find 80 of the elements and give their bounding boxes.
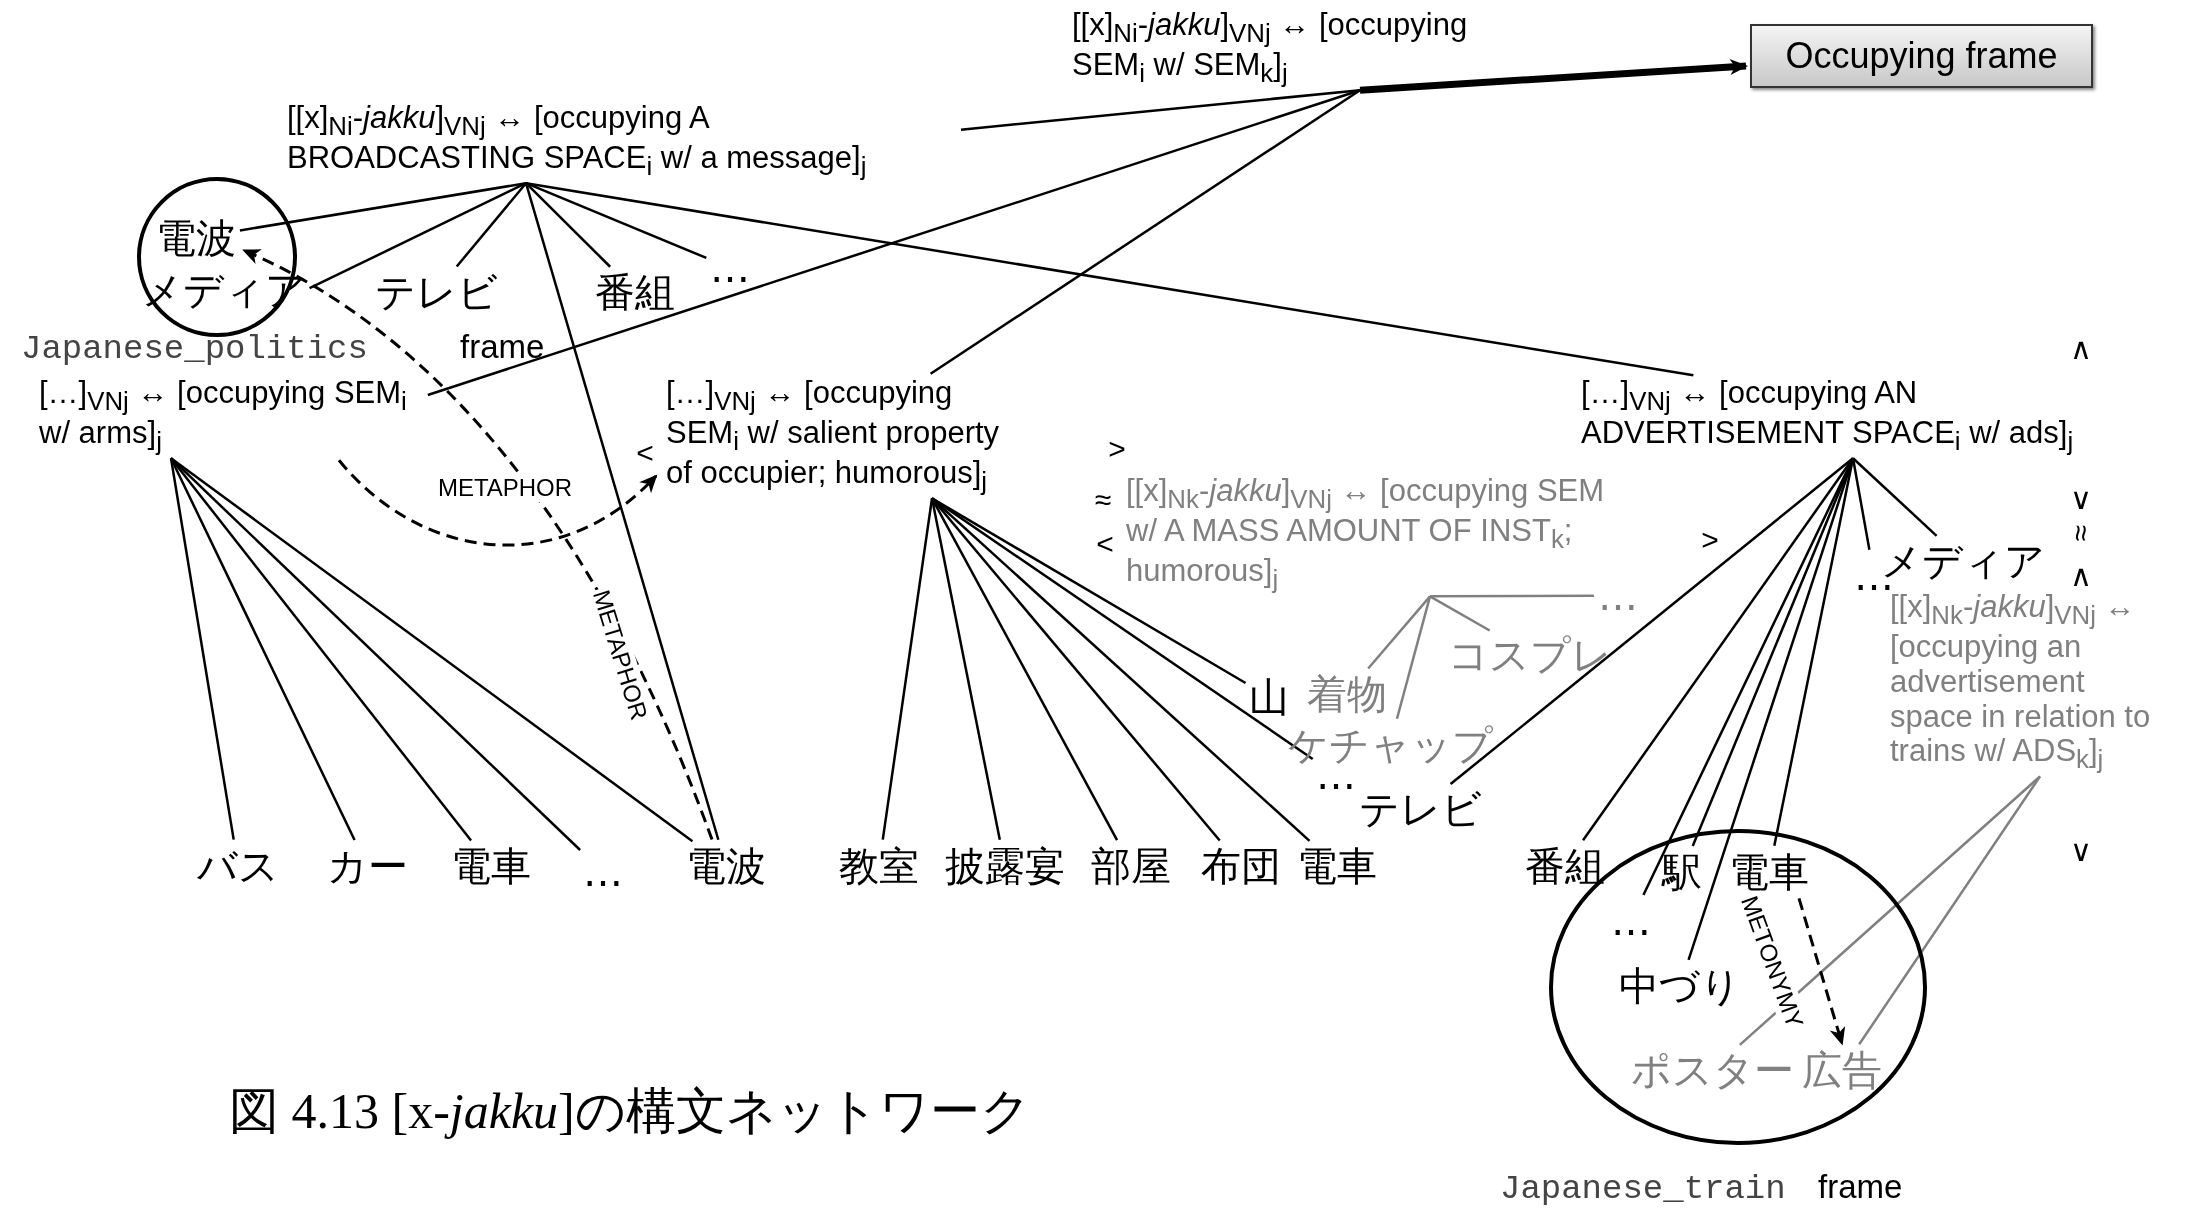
construction-label: […]$_{VNj}$ ↔ [occupying SEM$_{i}$ w/ salient property of occupier; humorous]$_{j}$	[666, 376, 1011, 497]
connector-line	[931, 497, 1314, 760]
connector-line	[1449, 457, 1854, 786]
frame-box: Occupying frame	[1750, 24, 2093, 88]
connector-line	[1367, 595, 1431, 670]
word-label: テレビ	[1358, 786, 1482, 832]
construction-label: […]$_{VNj}$ ↔ [occupying SEM$_{i}$ w/ arms]$_{j}$	[39, 376, 424, 457]
connector-line	[169, 457, 356, 841]
dashed-arrow	[1797, 897, 1846, 1046]
angle-mark: >	[1108, 432, 1126, 466]
connector-line	[524, 182, 720, 841]
connector-line	[1858, 775, 2042, 1045]
connector-line	[1739, 775, 2041, 1046]
connector-line	[1687, 457, 1855, 961]
word-label: 駅	[1662, 849, 1702, 895]
word-label: コスプレ	[1448, 632, 1612, 678]
caret-mark: ∨	[2070, 832, 2092, 868]
connector-line	[930, 498, 1002, 840]
word-label: 部屋	[1091, 843, 1171, 889]
caret-mark: ∧	[2070, 557, 2092, 593]
connector-line	[1429, 595, 1491, 632]
connector-line	[1851, 458, 1871, 550]
dashed-arrow	[337, 459, 658, 547]
angle-mark: >	[1701, 523, 1719, 557]
word-label: メディア	[1881, 538, 2045, 584]
word-label: 教室	[839, 843, 919, 889]
figure-caption: 図 4.13 [x-jakku]の構文ネットワーク	[229, 1082, 1031, 1141]
word-label: …	[1611, 898, 1651, 944]
angle-mark: <	[636, 436, 654, 470]
approx-sign: ≈	[2064, 524, 2098, 542]
connector-line	[1642, 457, 1855, 896]
arrow	[1359, 59, 1748, 94]
caret-mark: ∨	[2070, 480, 2092, 516]
connector-line	[169, 458, 235, 840]
caret-mark: ∧	[2070, 330, 2092, 366]
connector-line	[931, 497, 1247, 685]
connector-line	[455, 182, 527, 268]
connector-line	[881, 498, 934, 840]
connector-line	[1430, 594, 1594, 598]
word-label: …	[583, 849, 623, 895]
word-label: テレビ	[374, 269, 498, 315]
construction-label: [[x]$_{Nk}$-jakku]$_{VNj}$ ↔ [occupying an advertisement space in relation to trains w/ ADS$_{k}$]$_{j}$	[1890, 590, 2155, 775]
connector-line	[170, 457, 473, 842]
word-label: 披露宴	[945, 843, 1065, 889]
word-label: 電車	[451, 843, 531, 889]
frame-name: Japanese_politics	[21, 330, 368, 368]
word-label: 山	[1249, 674, 1289, 720]
approx-sign: ≈	[1094, 483, 1112, 517]
construction-label: […]$_{VNj}$ ↔ [occupying AN ADVERTISEMENT SPACE$_{i}$ w/ ads]$_{j}$	[1581, 376, 2161, 457]
word-label: 電波	[686, 843, 766, 889]
word-label: カー	[326, 843, 408, 889]
construction-label: [[x]$_{Ni}$-jakku]$_{VNj}$ ↔ [occupying A BROADCASTING SPACE$_{i}$ w/ a message]$_{j}$	[287, 101, 957, 182]
connector-line	[1852, 457, 1938, 537]
word-label: ケチャップ	[1287, 722, 1493, 768]
word-label: 広告	[1802, 1047, 1882, 1093]
dashed-arrow	[242, 249, 714, 841]
connector-line	[525, 182, 707, 260]
connector-line	[427, 89, 1361, 397]
frame-name: Japanese_train	[1500, 1170, 1786, 1208]
word-label: バス	[197, 843, 279, 889]
word-label: 着物	[1307, 671, 1387, 717]
connector-line	[309, 182, 527, 290]
connector-line	[1395, 596, 1432, 720]
word-label: 布団	[1201, 843, 1281, 889]
angle-mark: <	[1096, 527, 1114, 561]
connector-line	[931, 497, 1221, 842]
connector-line	[929, 89, 1361, 375]
frame-name: frame	[1818, 1168, 1903, 1206]
connector-line	[170, 457, 694, 843]
word-label: ポスター	[1630, 1047, 1794, 1093]
connector-line	[525, 182, 1694, 377]
construction-label: [[x]$_{Ni}$-jakku]$_{VNj}$ ↔ [occupying SEM$_{i}$ w/ SEM$_{k}$]$_{j}$	[1072, 8, 1472, 89]
frame-name: frame	[460, 328, 545, 366]
word-label: 電車	[1297, 843, 1377, 889]
word-label: 番組	[595, 269, 675, 315]
connector-line	[239, 182, 527, 232]
word-label: 番組	[1525, 843, 1605, 889]
word-label: …	[710, 245, 750, 291]
connector-line	[960, 88, 1361, 131]
word-label: 電波	[156, 215, 236, 261]
